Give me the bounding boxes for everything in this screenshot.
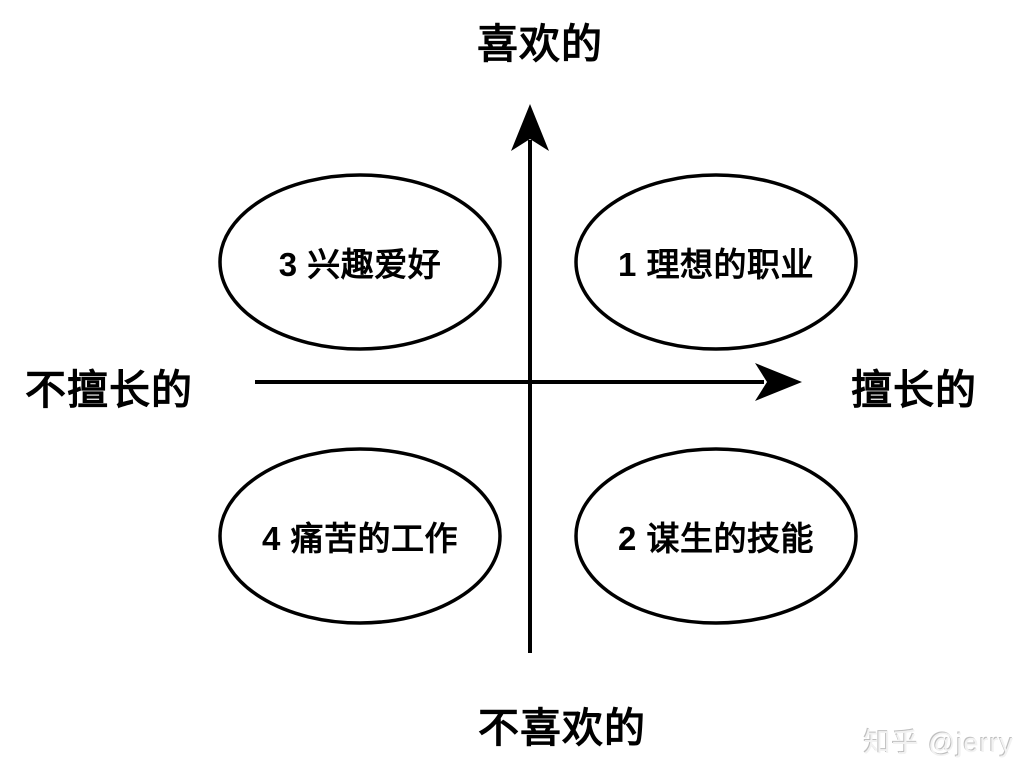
ellipse-bottom-left <box>218 447 502 625</box>
axis-label-bottom: 不喜欢的 <box>478 705 646 751</box>
ellipse-bottom-right <box>574 447 858 625</box>
quadrant-label-bottom-right: 2 谋生的技能 <box>617 520 815 557</box>
ellipse-top-left <box>218 173 502 351</box>
quadrant-label-top-right: 1 理想的职业 <box>617 246 815 283</box>
ellipse-top-right <box>574 173 858 351</box>
axis-label-left: 不擅长的 <box>25 367 193 413</box>
right-arrowhead-icon <box>755 363 802 401</box>
axis-label-right: 擅长的 <box>851 367 977 413</box>
quadrant-label-bottom-left: 4 痛苦的工作 <box>261 520 459 557</box>
watermark-text: 知乎 @jerry <box>863 728 1014 758</box>
quadrant-label-top-left: 3 兴趣爱好 <box>278 246 442 283</box>
axis-label-top: 喜欢的 <box>477 21 603 67</box>
up-arrowhead-icon <box>511 104 549 151</box>
